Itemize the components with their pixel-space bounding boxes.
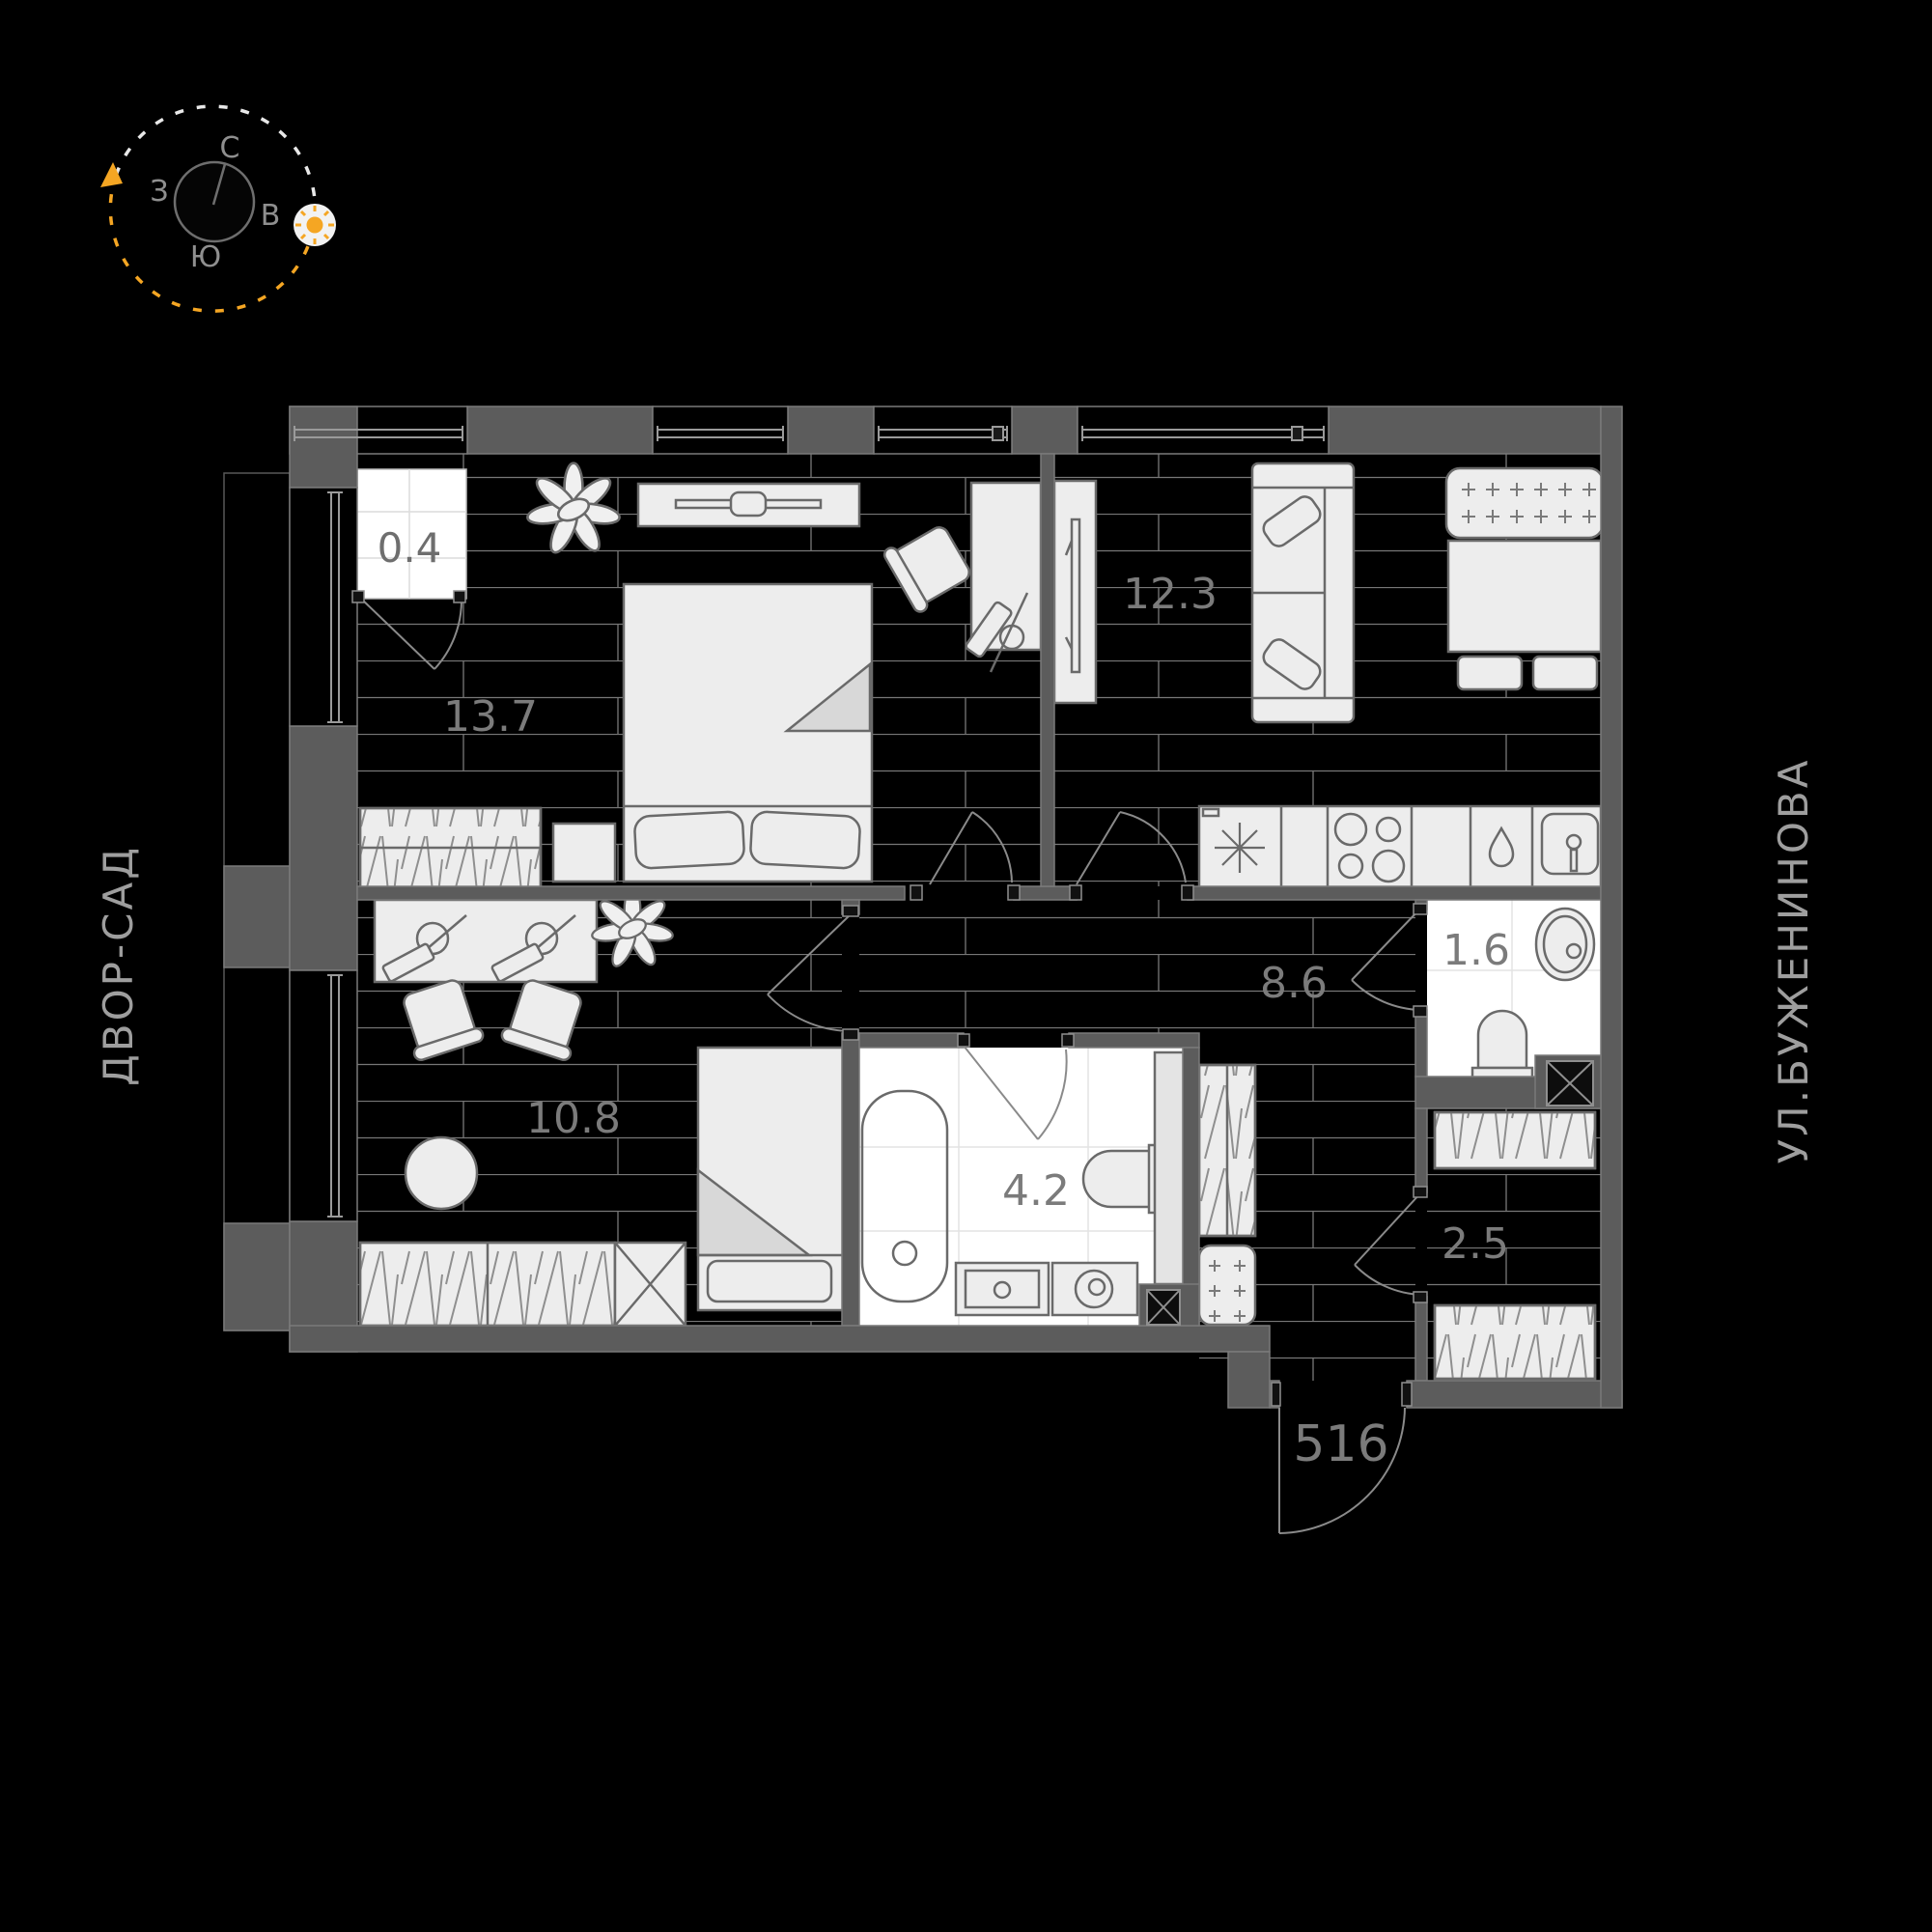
- desk-bedroom-main: [965, 481, 1043, 673]
- compass-south: Ю: [190, 240, 221, 274]
- water-drop-icon: [1488, 826, 1515, 868]
- area-bedroom-second: 10.8: [526, 1094, 621, 1143]
- shaft-icon: [1546, 1060, 1594, 1106]
- dressing-wardrobe-top: [1433, 1110, 1597, 1170]
- hob-icon: [1333, 812, 1406, 883]
- area-balcony: 0.4: [378, 524, 442, 572]
- compass: С Ю З В: [100, 104, 336, 313]
- tv-console: [636, 482, 861, 528]
- area-hallway: 8.6: [1260, 959, 1328, 1008]
- area-living-kitchen: 12.3: [1123, 570, 1218, 619]
- room-area-labels: 0.4 13.7 12.3 8.6 1.6 4.2 10.8 2.5 516: [378, 524, 1510, 1473]
- area-dressing: 2.5: [1442, 1219, 1509, 1269]
- kitchen-units: [1197, 804, 1603, 890]
- street-label-left: ДВОР-САД: [95, 845, 142, 1086]
- door-entrance: [1278, 1407, 1406, 1534]
- nightstand: [551, 822, 617, 883]
- door-bedroom-main: [929, 811, 1013, 885]
- hallway-wardrobe: [1197, 1063, 1257, 1238]
- door-balcony: [360, 598, 462, 670]
- fridge-handle: [1201, 807, 1220, 818]
- compass-arrow-icon: [100, 162, 123, 187]
- compass-east: В: [261, 199, 281, 233]
- kitchen-sink-icon: [1540, 812, 1600, 876]
- door-bedroom-second: [767, 913, 852, 1032]
- window-top-1: [294, 426, 463, 441]
- double-desk: [373, 898, 599, 984]
- shafts: [1146, 1060, 1594, 1326]
- wardrobe-bedroom-main: [358, 806, 543, 890]
- door-living: [1076, 811, 1187, 885]
- street-label-right: УЛ.БУЖЕНИНОВА: [1770, 758, 1817, 1164]
- wc-washbasin-icon: [1534, 907, 1596, 982]
- compass-arc-light: [114, 104, 318, 226]
- single-bed: [696, 1046, 845, 1312]
- door-bathroom: [963, 1045, 1068, 1140]
- windows: [294, 426, 1325, 1218]
- area-bedroom-main: 13.7: [443, 692, 538, 742]
- apartment-number: 516: [1293, 1415, 1388, 1473]
- round-pouf: [404, 1135, 479, 1211]
- ottoman: [1197, 1244, 1257, 1327]
- furniture: [358, 462, 1605, 1381]
- window-top-3: [878, 426, 1008, 441]
- sun-icon: [294, 204, 336, 246]
- compass-west: З: [150, 175, 168, 209]
- area-wc: 1.6: [1442, 926, 1510, 975]
- wardrobe-bedroom-second: [358, 1241, 687, 1328]
- window-top-2: [657, 426, 784, 441]
- compass-arc-sun-path: [108, 175, 316, 313]
- window-left-2: [327, 974, 343, 1218]
- tv-panel: [1052, 479, 1098, 705]
- bed-living: [1444, 466, 1605, 691]
- area-bathroom: 4.2: [1002, 1166, 1070, 1216]
- dressing-wardrobe-bottom: [1433, 1303, 1597, 1381]
- washbasin-cabinet: [954, 1261, 1050, 1317]
- fridge-icon: [1215, 823, 1265, 873]
- compass-north: С: [220, 131, 240, 165]
- window-left-1: [327, 491, 343, 723]
- wc-toilet-icon: [1470, 1009, 1534, 1085]
- double-bed: [622, 582, 874, 883]
- door-jambs: [351, 590, 1428, 1407]
- doors: [351, 590, 1428, 1534]
- sofa: [1250, 462, 1356, 724]
- shaft-icon: [1146, 1289, 1181, 1326]
- bathtub-icon: [860, 1089, 949, 1303]
- floor-hallway-top: [859, 900, 1415, 1033]
- compass-needle: [211, 163, 227, 206]
- washing-machine-icon: [1050, 1261, 1139, 1317]
- bathroom-cabinet: [1153, 1050, 1186, 1286]
- window-top-4: [1081, 426, 1325, 441]
